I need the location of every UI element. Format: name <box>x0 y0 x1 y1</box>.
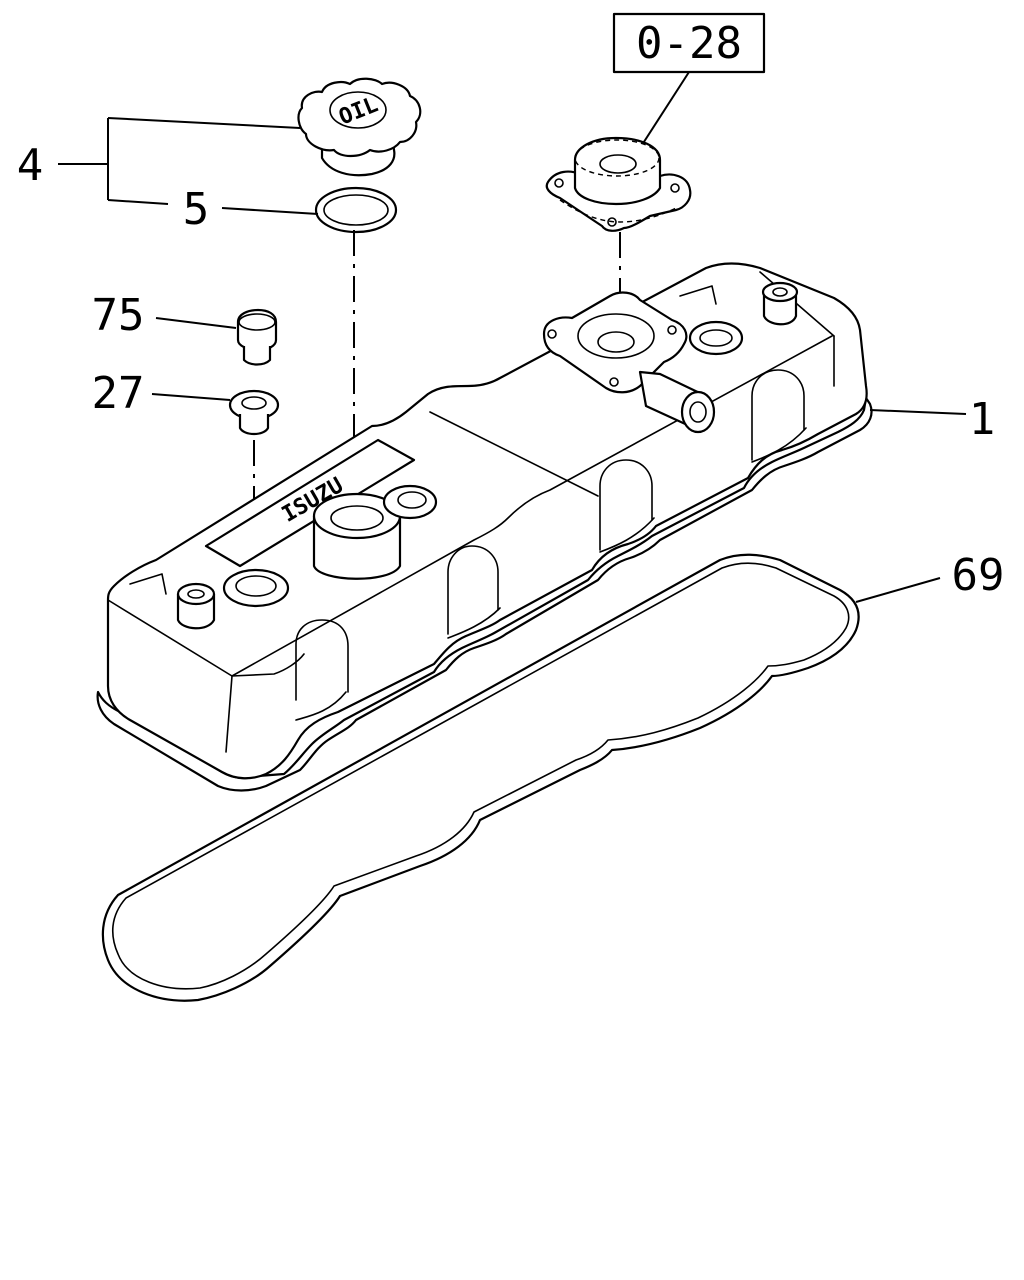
cover-outlet-pipe-end <box>680 390 716 434</box>
reference-box: 0-28 <box>612 12 766 149</box>
breather-dome <box>573 136 662 206</box>
cover-top-face <box>231 335 833 677</box>
breather-hidden-edge <box>559 199 677 223</box>
oil-cap-top <box>297 77 422 158</box>
cover-corner-tab <box>129 573 167 595</box>
callout-4-bracket-bottom <box>107 199 169 205</box>
reference-box-label: 0-28 <box>636 18 742 69</box>
callout-69-leader <box>855 577 941 603</box>
breather-hole <box>607 217 617 227</box>
callout-27: 27 <box>92 368 145 419</box>
cover-rib <box>599 517 655 553</box>
washer-inner <box>241 396 267 410</box>
cover-rib <box>447 545 499 635</box>
cover-rib <box>599 459 653 551</box>
callout-4: 4 <box>17 140 44 191</box>
cover-corner-tab <box>679 285 717 305</box>
cover-breather-seat-rim <box>577 313 655 359</box>
cover-rib <box>447 607 501 639</box>
cover-rib <box>295 691 347 721</box>
cover-breather-hole <box>547 329 557 339</box>
cover-port <box>382 484 438 520</box>
breather-dome-top <box>574 139 660 177</box>
cover-bolt-seat <box>222 568 290 608</box>
cover-breather-seat-bore <box>597 331 635 353</box>
breather-hole <box>670 183 680 193</box>
callout-5: 5 <box>183 184 210 235</box>
callout-1: 1 <box>969 394 996 445</box>
gasket-outer-edge <box>101 553 860 1002</box>
callouts: 4 5 75 27 1 69 <box>17 117 1005 603</box>
gasket-inner-edge <box>111 562 850 990</box>
cover-pin-boss-top <box>761 281 799 303</box>
cover-ring-port-inner <box>699 329 733 347</box>
breather-dome-center <box>599 154 637 174</box>
cover-rib <box>295 619 349 701</box>
cover-breather-seat <box>542 291 688 394</box>
oil-filler-cap: OIL <box>297 77 422 177</box>
cover-port-inner <box>397 491 427 509</box>
breather-hole <box>554 178 564 188</box>
callout-69: 69 <box>952 550 1005 601</box>
cover-ring-port <box>688 320 744 356</box>
bolt <box>236 308 278 366</box>
cover-filler-bore <box>330 505 384 531</box>
callout-5-leader <box>221 207 319 215</box>
cover-side-edge <box>225 675 233 753</box>
o-ring-inner <box>323 194 389 226</box>
bolt-shank <box>242 346 272 366</box>
oil-cap-emblem <box>329 91 387 129</box>
cover-pin-boss-hole <box>187 589 205 599</box>
cover-rib <box>751 369 805 461</box>
o-ring-outer <box>314 186 398 234</box>
breather-cap <box>545 136 692 340</box>
cover-body <box>106 262 868 780</box>
callout-27-leader <box>151 393 231 401</box>
cover-rib <box>751 427 807 463</box>
washer-stem <box>238 414 270 436</box>
cover-pin-boss-hole <box>772 287 788 297</box>
callout-4-bracket-top <box>107 117 301 129</box>
callout-75-leader <box>155 317 237 329</box>
head-cover-gasket <box>101 553 860 1002</box>
cylinder-head-cover: ISUZU <box>96 262 873 792</box>
cover-logo-plate <box>204 438 416 568</box>
cover-pin-boss-top <box>176 582 216 606</box>
cover-outlet-pipe-bore <box>689 401 707 423</box>
cover-top-ridge <box>107 599 305 677</box>
bolt-head-top <box>238 313 276 331</box>
callout-75: 75 <box>92 290 145 341</box>
cover-bolt-seat-inner <box>235 575 277 597</box>
callout-1-leader <box>869 409 967 415</box>
cover-breather-hole <box>667 325 677 335</box>
reference-leader <box>639 71 690 149</box>
cover-breather-hole <box>609 377 619 387</box>
cover-top-line <box>429 411 599 497</box>
